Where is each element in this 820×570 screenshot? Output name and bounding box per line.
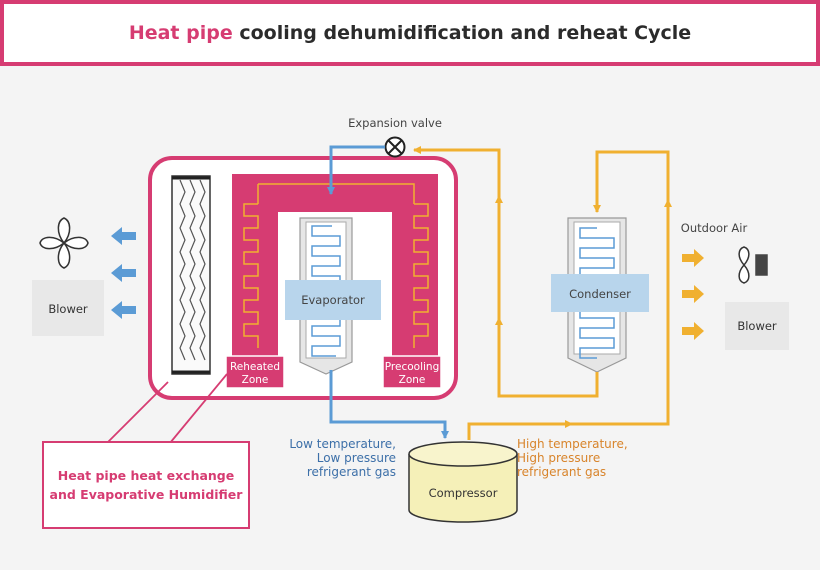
compressor-label: Compressor — [429, 486, 498, 500]
heat-pipe-coil — [243, 183, 429, 348]
reheated-zone-line1: Reheated — [230, 361, 280, 373]
title-highlight: Heat pipe — [128, 22, 233, 44]
low-temp-line3: refrigerant gas — [307, 465, 396, 479]
title-bar: Heat pipe cooling dehumidification and r… — [0, 0, 820, 66]
outdoor-air-label: Outdoor Air — [681, 221, 748, 235]
discharge-line — [467, 150, 670, 440]
condenser: Condenser — [551, 217, 649, 373]
precooling-zone-line2: Zone — [399, 374, 426, 386]
blower-right — [725, 302, 789, 350]
condensate-line — [413, 146, 599, 398]
liquid-line — [327, 145, 385, 195]
precooling-zone-tag — [382, 355, 442, 389]
expansion-valve-label: Expansion valve — [348, 116, 442, 130]
expansion-valve-icon — [384, 136, 406, 158]
high-temp-line2: High pressure — [517, 451, 600, 465]
suction-line — [329, 370, 449, 439]
compressor: Compressor — [408, 441, 518, 523]
low-temp-line2: Low pressure — [317, 451, 396, 465]
high-temp-line1: High temperature, — [517, 437, 628, 451]
page-title: Heat pipe cooling dehumidification and r… — [129, 22, 691, 44]
humidifier-label-line2: and Evaporative Humidifier — [49, 487, 243, 502]
title-rest: cooling dehumidification and reheat Cycl… — [232, 22, 692, 44]
reheated-zone-line2: Zone — [242, 374, 269, 386]
evaporator-label: Evaporator — [301, 293, 365, 307]
fan-icon-right — [738, 246, 768, 284]
reheated-zone-tag — [225, 355, 285, 389]
supply-air-arrows — [111, 227, 136, 319]
blower-left — [32, 280, 104, 336]
evaporator: Evaporator — [285, 217, 381, 375]
heat-pipe-frame — [232, 174, 438, 356]
high-temp-line3: refrigerant gas — [517, 465, 606, 479]
leader-line-1 — [106, 381, 169, 444]
humidifier-pad — [171, 175, 211, 375]
leader-line-2 — [169, 373, 228, 444]
blower-right-label: Blower — [737, 319, 777, 333]
blower-left-label: Blower — [48, 302, 88, 316]
condenser-label: Condenser — [569, 287, 631, 301]
outdoor-air-arrows — [682, 249, 704, 340]
fan-icon-left — [39, 217, 89, 269]
precooling-zone-line1: Precooling — [385, 361, 439, 373]
humidifier-label-line1: Heat pipe heat exchange — [57, 468, 235, 483]
low-temp-line1: Low temperature, — [289, 437, 396, 451]
humidifier-label-box: Heat pipe heat exchange and Evaporative … — [42, 441, 250, 529]
